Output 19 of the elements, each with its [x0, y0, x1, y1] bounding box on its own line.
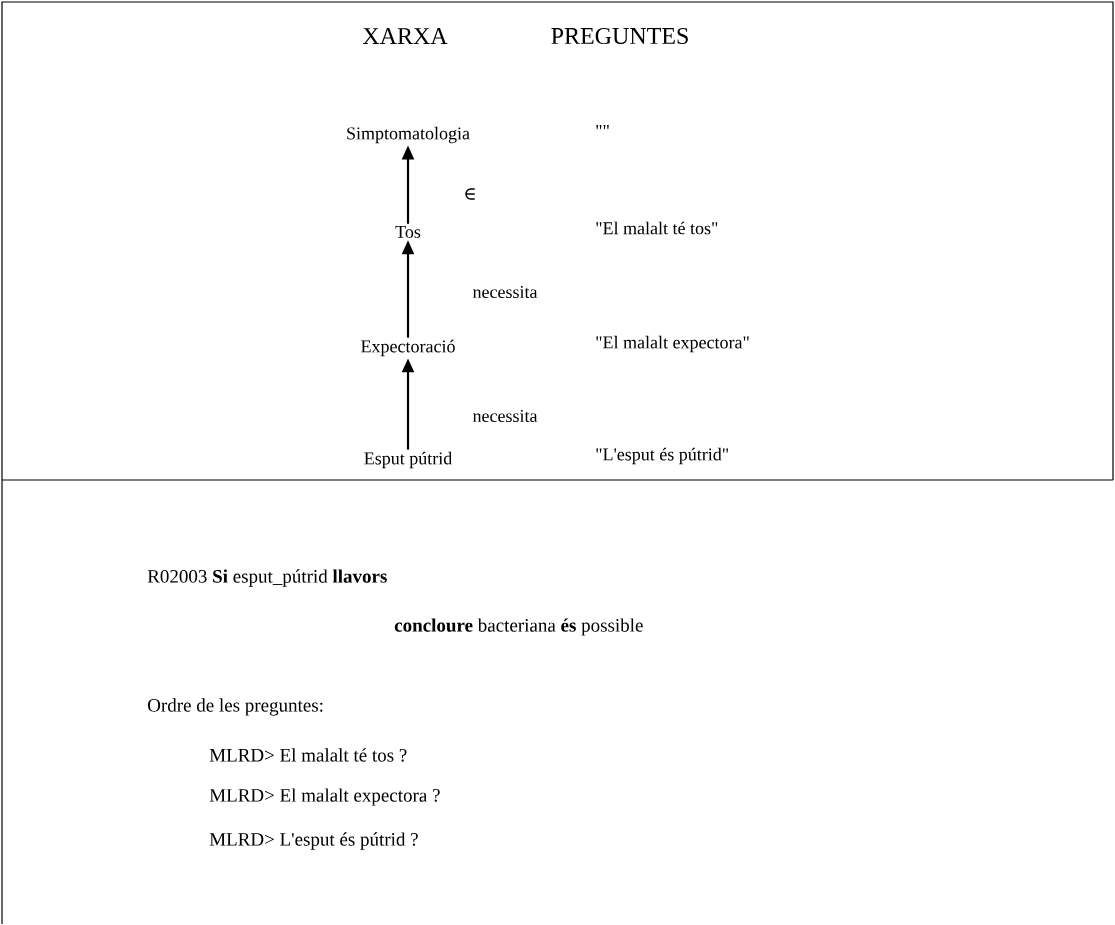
question-text: "" [596, 125, 609, 130]
question-line: MLRD> El malalt expectora ? [209, 788, 440, 806]
question-text: "El malalt té tos" [596, 221, 718, 235]
edge-label: necessita [471, 284, 539, 300]
question-line: MLRD> El malalt té tos ? [209, 748, 407, 762]
concept-label: Esput pútrid [364, 451, 453, 469]
concept-label: Expectoració [361, 339, 455, 357]
heading: XARXA [362, 28, 448, 44]
rule-text: concloure bacteriana és possible [394, 618, 643, 636]
question-text: "El malalt expectora" [596, 335, 749, 353]
concept-label: Simptomatologia [347, 126, 470, 144]
note-text: Ordre de les preguntes: [148, 698, 323, 716]
column-heading: PREGUNTES [551, 27, 688, 45]
edge-label: necessita [471, 408, 539, 424]
rule-text: R02003 Si esput_pútrid llavors [147, 569, 387, 587]
question-line: MLRD> L'esput és pútrid ? [209, 832, 418, 850]
question-text: "L'esput és pútrid" [596, 447, 728, 465]
concept-label: Tos [395, 226, 421, 238]
edge-label: ∈ [462, 187, 478, 201]
